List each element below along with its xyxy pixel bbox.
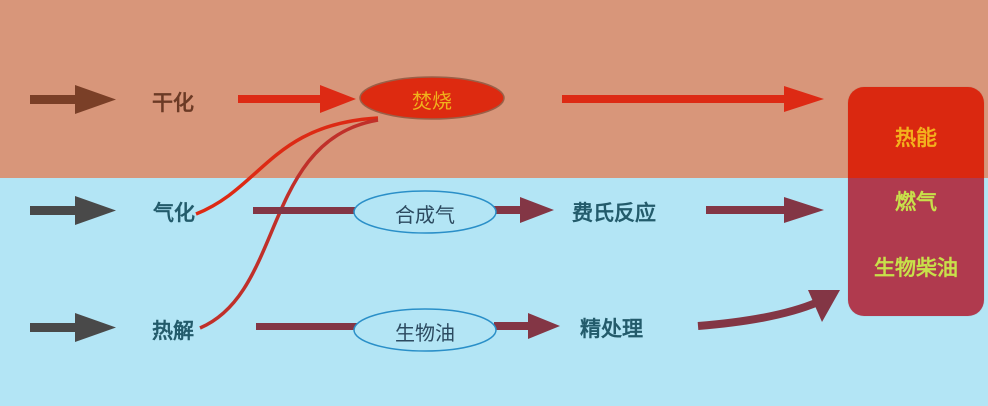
- syngas-node: [353, 190, 497, 234]
- heat-output-label: 热能: [895, 126, 937, 150]
- syngas-label: 合成气: [395, 203, 455, 227]
- pyrolysis-label: 热解: [152, 319, 194, 343]
- gasification-label: 气化: [153, 201, 195, 225]
- refining-label: 精处理: [580, 317, 643, 341]
- output-box-fuel-section: [848, 178, 984, 316]
- line-gasification-to-syngas: [253, 207, 357, 214]
- output-box: 热能 燃气 生物柴油: [848, 87, 984, 316]
- arrow-drying-to-combustion: [238, 85, 356, 113]
- curve-gasification-to-combustion: [195, 116, 379, 216]
- bio-oil-label: 生物油: [395, 321, 455, 345]
- fischer-tropsch-label: 费氏反应: [572, 201, 656, 225]
- combustion-label: 焚烧: [412, 89, 452, 113]
- line-pyrolysis-to-bio-oil: [256, 323, 358, 330]
- bio-oil-node: [353, 308, 497, 352]
- arrow-combustion-to-heat: [562, 86, 824, 112]
- curve-pyrolysis-to-combustion: [199, 118, 379, 330]
- arrow-bio-oil-to-refining: [494, 313, 560, 339]
- input-arrow-drying: [30, 85, 116, 114]
- input-arrow-pyrolysis: [30, 313, 116, 342]
- input-arrow-gasification: [30, 196, 116, 225]
- arrow-syngas-to-fischer-tropsch: [494, 197, 554, 223]
- arrow-refining-to-biodiesel: [697, 290, 840, 330]
- gas-output-label: 燃气: [895, 190, 937, 214]
- drying-label: 干化: [152, 91, 194, 115]
- output-box-heat-section: [848, 87, 984, 178]
- arrow-fischer-tropsch-to-gas: [706, 197, 824, 223]
- combustion-node: [359, 76, 505, 120]
- biodiesel-output-label: 生物柴油: [874, 256, 958, 280]
